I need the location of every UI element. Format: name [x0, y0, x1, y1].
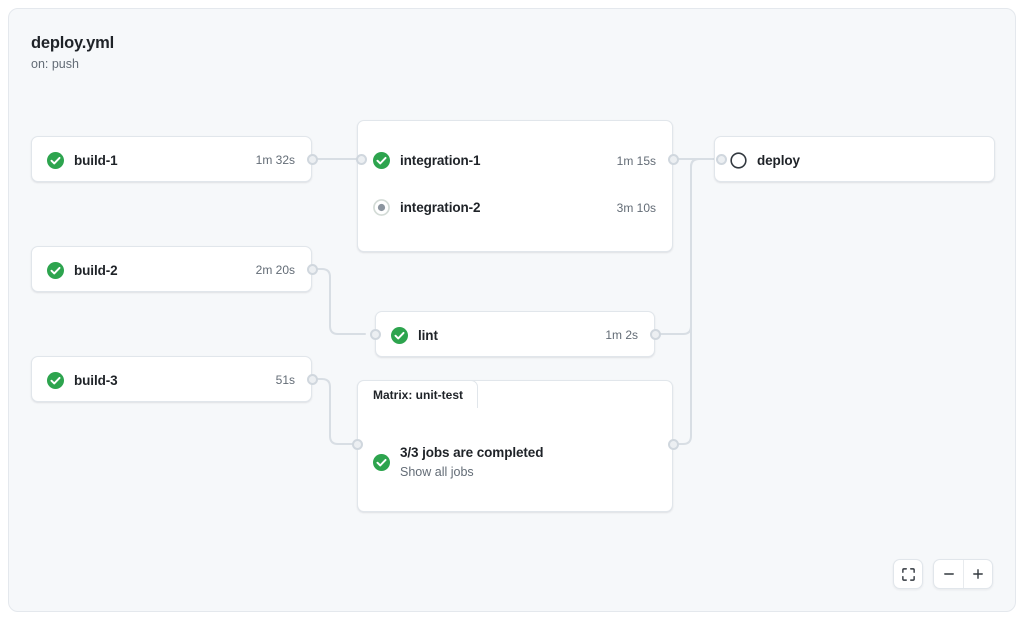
job-name: integration-1	[400, 153, 481, 168]
workflow-title: deploy.yml	[31, 34, 114, 52]
matrix-summary-row[interactable]: 3/3 jobs are completed Show all jobs	[358, 413, 672, 511]
node-group-integration[interactable]: integration-1 1m 15s integration-2 3m 10…	[357, 120, 673, 252]
check-circle-icon	[47, 151, 64, 169]
job-row[interactable]: lint 1m 2s	[376, 312, 654, 358]
node-build-3[interactable]: build-3 51s	[31, 356, 312, 402]
port-build2-out	[306, 263, 318, 275]
port-lint-in	[369, 328, 381, 340]
port-matrix-in	[351, 438, 363, 450]
job-name: build-1	[74, 152, 118, 168]
edge-build2-lint	[311, 268, 366, 335]
zoom-out-button[interactable]	[934, 560, 963, 588]
check-circle-icon	[373, 453, 390, 471]
skipped-circle-icon	[373, 199, 390, 216]
zoom-control-group[interactable]	[933, 559, 993, 589]
job-name: deploy	[757, 152, 800, 168]
job-name: build-2	[74, 262, 118, 278]
check-circle-icon	[373, 152, 390, 169]
workflow-header: deploy.yml on: push	[31, 33, 114, 73]
job-name: integration-2	[400, 200, 481, 215]
node-deploy[interactable]: deploy	[714, 136, 995, 182]
check-circle-icon	[47, 371, 64, 389]
port-lint-out	[649, 328, 661, 340]
job-row[interactable]: deploy	[715, 137, 994, 183]
matrix-text-block: 3/3 jobs are completed Show all jobs	[400, 444, 543, 481]
node-lint[interactable]: lint 1m 2s	[375, 311, 655, 357]
job-name: lint	[418, 327, 438, 343]
edge-build3-matrix	[311, 378, 358, 445]
job-duration: 1m 2s	[605, 328, 638, 342]
job-row[interactable]: integration-2 3m 10s	[358, 184, 672, 231]
zoom-in-button[interactable]	[963, 560, 992, 588]
job-name: build-3	[74, 372, 118, 388]
job-duration: 1m 15s	[616, 153, 656, 168]
workflow-canvas[interactable]: deploy.yml on: push build-1 1	[8, 8, 1016, 612]
job-row[interactable]: build-2 2m 20s	[32, 247, 311, 293]
port-integration-out	[667, 153, 679, 165]
workflow-trigger: on: push	[31, 57, 79, 71]
node-group-matrix[interactable]: Matrix: unit-test 3/3 jobs are completed…	[357, 380, 673, 512]
job-row[interactable]: build-3 51s	[32, 357, 311, 403]
pending-circle-icon	[730, 151, 747, 169]
job-duration: 1m 32s	[255, 153, 295, 167]
job-duration: 2m 20s	[255, 263, 295, 277]
job-duration: 3m 10s	[616, 200, 656, 215]
node-build-1[interactable]: build-1 1m 32s	[31, 136, 312, 182]
check-circle-icon	[47, 261, 64, 279]
job-row[interactable]: build-1 1m 32s	[32, 137, 311, 183]
plus-icon	[973, 569, 983, 579]
show-all-jobs-link[interactable]: Show all jobs	[400, 464, 474, 479]
fit-to-screen-icon	[901, 567, 915, 581]
minus-icon	[943, 573, 954, 575]
fit-to-screen-button[interactable]	[893, 559, 923, 589]
port-integration-in	[355, 153, 367, 165]
job-row[interactable]: integration-1 1m 15s	[358, 137, 672, 184]
matrix-group-label: Matrix: unit-test	[357, 380, 478, 408]
matrix-summary: 3/3 jobs are completed	[400, 444, 544, 460]
port-deploy-in	[715, 153, 727, 165]
canvas-controls[interactable]	[893, 559, 993, 589]
check-circle-icon	[391, 326, 408, 344]
port-matrix-out	[667, 438, 679, 450]
node-build-2[interactable]: build-2 2m 20s	[31, 246, 312, 292]
edge-matrix-deploy	[672, 158, 722, 445]
port-build1-out	[306, 153, 318, 165]
port-build3-out	[306, 373, 318, 385]
job-duration: 51s	[275, 373, 295, 387]
